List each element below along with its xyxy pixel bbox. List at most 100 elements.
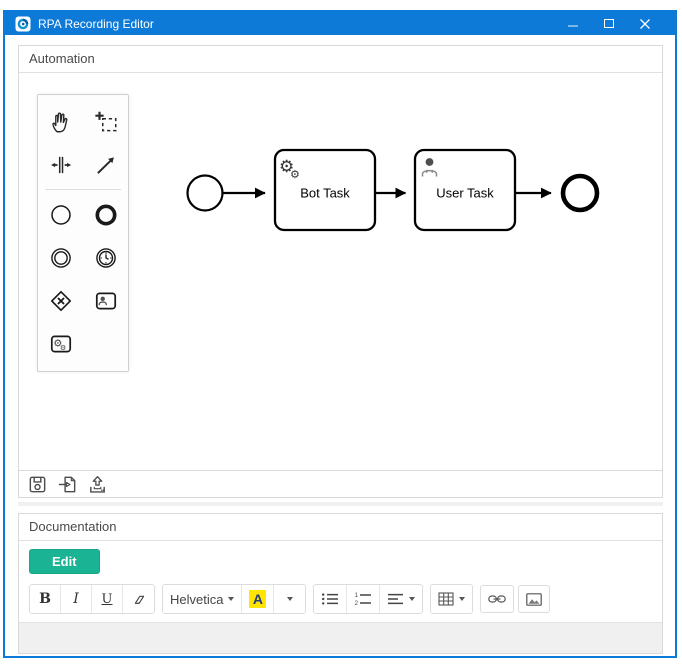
automation-panel-title: Automation [19, 46, 662, 73]
palette-create-intermediate-event[interactable] [38, 236, 83, 279]
svg-text:2: 2 [355, 601, 359, 606]
automation-panel: Automation [18, 45, 663, 498]
documentation-panel: Documentation Edit B I U [18, 513, 663, 654]
paragraph-button-group: 1 2 [313, 584, 424, 614]
bot-task-icon: ⚙ ⚙ [50, 335, 71, 352]
chevron-down-icon [459, 597, 466, 601]
link-icon [488, 595, 507, 603]
bpmn-diagram: ⚙ ⚙ Bot Task User Task [186, 148, 600, 232]
timer-intermediate-event-icon [95, 247, 116, 268]
italic-button[interactable]: I [61, 585, 92, 613]
palette-create-timer-event[interactable] [83, 236, 128, 279]
table-button[interactable] [431, 585, 473, 613]
start-event-icon [50, 204, 71, 225]
rich-text-toolbar: B I U Helvetica [19, 576, 662, 622]
lasso-tool-icon [94, 111, 117, 131]
user-task-label: User Task [436, 186, 494, 201]
documentation-content[interactable] [19, 622, 662, 653]
table-icon [438, 592, 455, 606]
bot-task-shape[interactable]: ⚙ ⚙ Bot Task [273, 148, 377, 232]
svg-text:1: 1 [355, 593, 359, 599]
underline-button[interactable]: U [92, 585, 123, 613]
minimize-button[interactable] [555, 12, 591, 35]
maximize-icon [604, 19, 614, 28]
chevron-down-icon [228, 597, 235, 601]
picture-icon [526, 592, 543, 606]
close-button[interactable] [627, 12, 663, 35]
start-event-shape[interactable] [186, 174, 224, 212]
font-color-dropdown[interactable] [274, 585, 306, 613]
space-tool-icon [50, 156, 71, 173]
gear-icon: ⚙ [53, 338, 62, 349]
paragraph-align-button[interactable] [380, 585, 423, 613]
palette-separator [45, 189, 121, 190]
clear-formatting-eraser-icon [134, 595, 144, 604]
palette-create-exclusive-gateway[interactable] [38, 279, 83, 322]
link-button[interactable] [480, 585, 515, 613]
rpa-recording-editor-window: RPA Recording Editor Automation [3, 10, 677, 658]
italic-label: I [73, 591, 79, 607]
palette-create-end-event[interactable] [83, 193, 128, 236]
import-button[interactable] [57, 474, 78, 495]
style-button-group: B I U [29, 584, 155, 614]
ordered-list-icon: 1 2 [355, 593, 372, 606]
palette-global-connect-tool[interactable] [83, 143, 128, 186]
user-task-icon [95, 292, 116, 309]
font-family-dropdown[interactable]: Helvetica [163, 585, 243, 613]
import-icon [58, 476, 76, 492]
bold-label: B [39, 591, 51, 607]
insert-button-group [480, 585, 551, 613]
palette-lasso-tool[interactable] [83, 100, 128, 143]
panel-divider [18, 502, 663, 506]
bold-button[interactable]: B [30, 585, 61, 613]
export-button[interactable] [87, 474, 108, 495]
paragraph-align-icon [388, 593, 404, 605]
chevron-down-icon [286, 597, 293, 601]
window-title: RPA Recording Editor [38, 16, 154, 31]
user-task-shape[interactable]: User Task [413, 148, 517, 232]
unordered-list-icon [322, 593, 339, 605]
window-controls [555, 12, 675, 35]
palette-create-bot-task[interactable]: ⚙ ⚙ [38, 322, 83, 365]
documentation-panel-title: Documentation [19, 514, 662, 541]
palette-create-start-event[interactable] [38, 193, 83, 236]
save-icon [29, 476, 46, 492]
documentation-body: Edit B I U [19, 541, 662, 653]
table-button-group [430, 584, 474, 614]
gear-icon: ⚙ [279, 157, 294, 176]
ordered-list-button[interactable]: 1 2 [347, 585, 381, 613]
bpmn-canvas[interactable]: ⚙ ⚙ [19, 73, 662, 470]
palette-space-tool[interactable] [38, 143, 83, 186]
hand-tool-icon [51, 112, 67, 132]
edit-button[interactable]: Edit [29, 549, 100, 574]
end-event-shape[interactable] [560, 173, 600, 213]
palette-create-user-task[interactable] [83, 279, 128, 322]
documentation-edit-row: Edit [19, 541, 662, 576]
chevron-down-icon [409, 597, 416, 601]
titlebar: RPA Recording Editor [5, 12, 675, 35]
maximize-button[interactable] [591, 12, 627, 35]
font-color-icon: A [249, 590, 267, 608]
underline-label: U [101, 591, 113, 607]
save-button[interactable] [27, 474, 48, 495]
global-connect-tool-icon [96, 156, 114, 174]
gear-icon-small: ⚙ [59, 343, 65, 351]
user-icon [421, 158, 438, 177]
window-content: Automation [5, 35, 675, 656]
picture-button[interactable] [518, 585, 551, 613]
gear-icon-small: ⚙ [290, 169, 300, 181]
bot-task-label: Bot Task [300, 186, 350, 201]
palette-hand-tool[interactable] [38, 100, 83, 143]
unordered-list-button[interactable] [314, 585, 348, 613]
font-color-button[interactable]: A [242, 585, 275, 613]
bpmn-palette: ⚙ ⚙ [37, 94, 129, 372]
clear-formatting-button[interactable] [123, 585, 154, 613]
export-icon [90, 475, 105, 493]
close-icon [640, 18, 650, 29]
minimize-icon [568, 24, 578, 27]
intermediate-event-icon [50, 247, 71, 268]
end-event-icon [94, 203, 117, 226]
app-logo-icon [15, 16, 31, 32]
automation-footer-toolbar [19, 470, 662, 497]
font-family-label: Helvetica [170, 591, 224, 607]
